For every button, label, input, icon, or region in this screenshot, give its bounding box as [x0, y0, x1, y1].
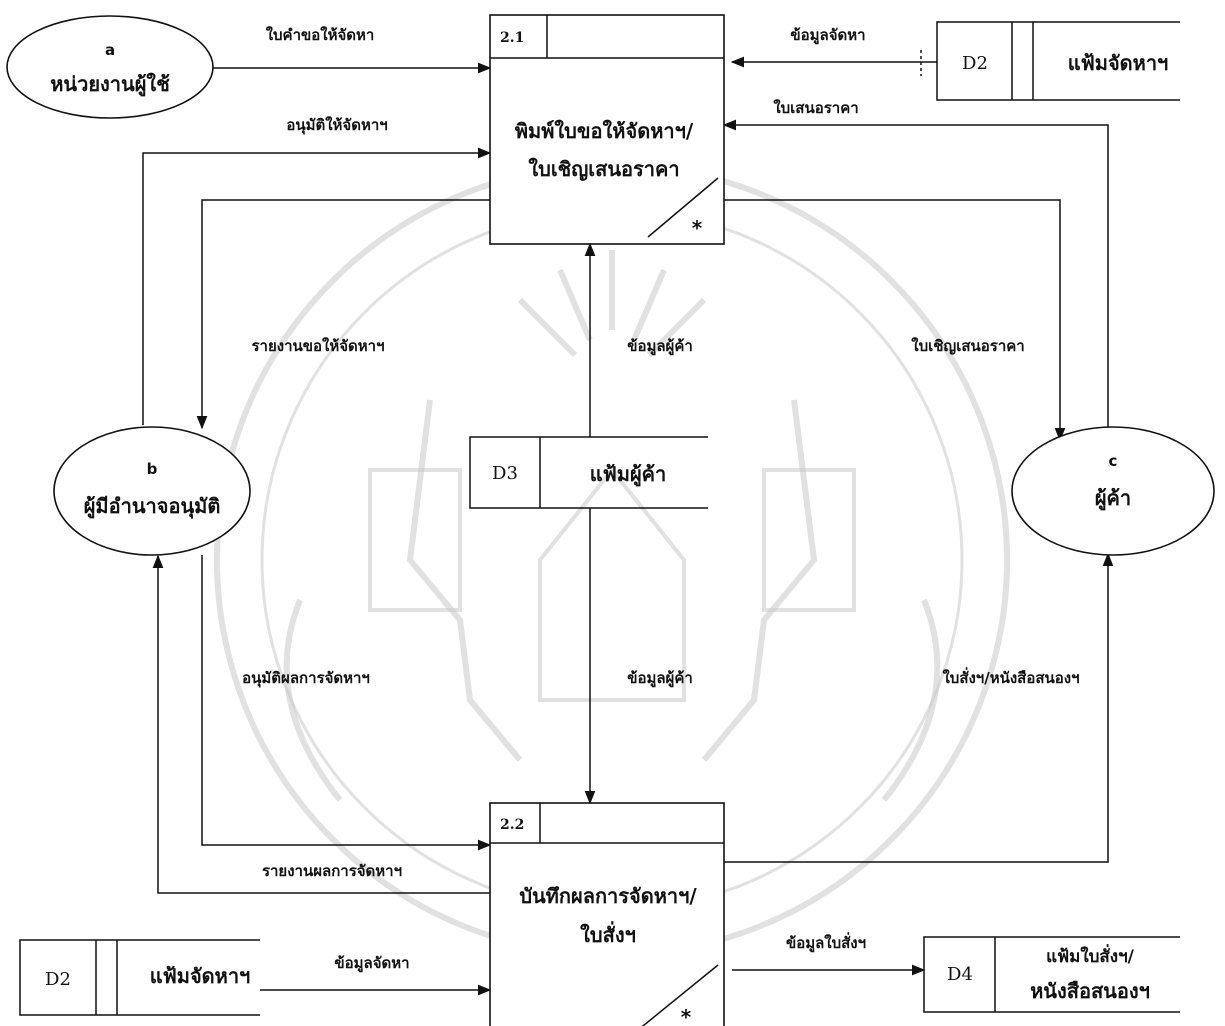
flow-label-procure-data-bottom: ข้อมูลจัดหา [334, 954, 409, 973]
store-d3-id: D3 [492, 463, 518, 484]
flow-label-approve-procure: อนุมัติให้จัดหาฯ [286, 116, 387, 135]
entity-c-id: c [1109, 452, 1118, 470]
flow-invitation-arrow [724, 199, 1066, 442]
store-d2-bottom-id: D2 [45, 969, 71, 990]
entity-c-name: ผู้ค้า [1095, 486, 1131, 512]
flow-label-quotation: ใบเสนอราคา [773, 99, 858, 117]
store-d4-name-line2: หนังสือสนองฯ [1030, 979, 1150, 1003]
process-2-2: 2.2 บันทึกผลการจัดหาฯ/ ใบสั่งฯ * [489, 802, 725, 1026]
flow-label-result-report: รายงานผลการจัดหาฯ [262, 862, 402, 880]
entity-a-name: หน่วยงานผู้ใช้ [50, 72, 170, 98]
flow-order-reply-arrow [724, 552, 1114, 863]
flow-label-invitation: ใบเชิญเสนอราคา [911, 337, 1024, 355]
flow-label-order-data: ข้อมูลใบสั่งฯ [786, 932, 866, 953]
flow-label-vendor-data-down: ข้อมูลผู้ค้า [627, 669, 693, 688]
flow-label-procure-data: ข้อมูลจัดหา [790, 26, 865, 45]
store-d4-id: D4 [947, 964, 973, 985]
store-d2-top-id: D2 [962, 53, 988, 74]
entity-b-name: ผู้มีอำนาจอนุมัติ [84, 494, 221, 520]
flow-label-order-reply: ใบสั่งฯ/หนังสือสนองฯ [942, 667, 1079, 687]
flow-lines [142, 50, 1114, 996]
flow-label-request-report: รายงานขอให้จัดหาฯ [251, 337, 384, 355]
store-d3-name: แฟ้มผู้ค้า [590, 462, 667, 488]
store-d3: D3 แฟ้มผู้ค้า [469, 436, 708, 509]
store-d2-bottom-name: แฟ้มจัดหาฯ [150, 964, 251, 988]
process-2-1-name-line1: พิมพ์ใบขอให้จัดหาฯ/ [515, 119, 694, 143]
process-2-1-id: 2.1 [500, 30, 524, 46]
process-2-1-name-line2: ใบเชิญเสนอราคา [528, 157, 679, 181]
entity-a-id: a [105, 41, 115, 59]
process-2-2-id: 2.2 [500, 817, 524, 833]
flow-quotation-arrow [722, 119, 1109, 462]
process-2-2-name-line1: บันทึกผลการจัดหาฯ/ [519, 884, 697, 908]
process-2-2-name-line2: ใบสั่งฯ [580, 920, 636, 947]
flow-labels: ใบคำขอให้จัดหา ข้อมูลจัดหา อนุมัติให้จัด… [242, 26, 1079, 973]
entity-b: b ผู้มีอำนาจอนุมัติ [53, 426, 251, 556]
entity-b-id: b [147, 460, 158, 478]
process-2-1: 2.1 พิมพ์ใบขอให้จัดหาฯ/ ใบเชิญเสนอราคา * [489, 14, 725, 245]
flow-request-report-arrow [196, 199, 490, 430]
flow-approve-procure-arrow [142, 147, 492, 425]
flow-label-vendor-data-up: ข้อมูลผู้ค้า [627, 337, 693, 356]
store-d2-top: D2 แฟ้มจัดหาฯ [936, 21, 1180, 101]
process-2-2-mark: * [681, 1005, 692, 1026]
store-d2-top-name: แฟ้มจัดหาฯ [1068, 51, 1169, 75]
store-d2-bottom: D2 แฟ้มจัดหาฯ [19, 939, 260, 1016]
flow-result-report-arrow [152, 554, 490, 894]
entity-a: a หน่วยงานผู้ใช้ [6, 15, 214, 119]
flow-approve-result-arrow [201, 555, 492, 851]
process-2-1-mark: * [692, 216, 703, 240]
entity-c: c ผู้ค้า [1011, 426, 1215, 556]
flow-label-approve-result: อนุมัติผลการจัดหาฯ [242, 669, 370, 688]
store-d4-name-line1: แฟ้มใบสั่งฯ/ [1046, 944, 1135, 967]
store-d4: D4 แฟ้มใบสั่งฯ/ หนังสือสนองฯ [923, 936, 1180, 1013]
flow-label-request-form: ใบคำขอให้จัดหา [266, 26, 375, 44]
